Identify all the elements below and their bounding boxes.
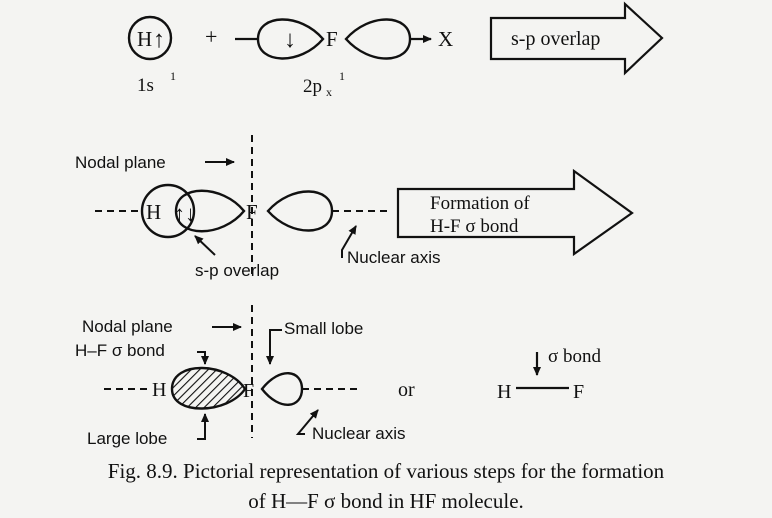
row2-h-label: H [146,200,161,224]
row3-large-lobe-label: Large lobe [87,429,167,448]
row2-f-label: F [246,200,258,224]
row2-arrow-line2: H-F σ bond [430,216,519,237]
row2-overlap-orbitals: H ↑↓ F [140,183,334,239]
row1-h-spin-up-arrow: ↑ [153,27,165,53]
row1-1s-label: 1s [137,75,154,96]
row3-sigma-bond-label: σ bond [548,346,601,367]
row3-hf-sigma-bond-notation: σ bond H F [497,346,601,403]
row3-h2-label: H [497,381,511,403]
row1-2p-superscript: 1 [339,69,345,83]
row1-2p-subscript: x [326,85,332,99]
row1-f-2px-orbital: ↓ F X [235,18,453,60]
row3-small-lobe-label: Small lobe [284,319,363,338]
row2-nodal-plane-label: Nodal plane [75,153,166,172]
row2-nuclear-axis-label: Nuclear axis [347,248,441,267]
row3-or-label: or [398,379,415,401]
row1-h-1s-orbital: H ↑ [127,15,173,61]
row1-f-label: F [326,27,338,51]
row3-f-label: F [243,380,254,402]
row1-plus-sign: + [205,24,217,49]
row3-nuclear-axis-label: Nuclear axis [312,424,406,443]
figure-caption: Fig. 8.9. Pictorial representation of va… [0,456,772,516]
row2-sp-overlap-label: s-p overlap [195,261,279,280]
row3-small-lobe-shape [260,372,304,406]
row1-big-arrow: s-p overlap [489,1,664,76]
row3-f2-label: F [573,381,584,403]
row2-arrow-line1: Formation of [430,193,530,214]
caption-line1: Fig. 8.9. Pictorial representation of va… [107,459,665,483]
row3-nodal-plane-label: Nodal plane [82,317,173,336]
row3-h-label: H [152,379,166,401]
row1-h-label: H [137,27,152,51]
row2-big-arrow: Formation of H-F σ bond [396,168,634,257]
row3-large-lobe-shape [170,366,247,410]
row1-p-spin-down-arrow: ↓ [284,27,296,53]
row1-1s-superscript: 1 [170,69,176,83]
row1-x-label: X [438,27,453,51]
caption-line2: of H—F σ bond in HF molecule. [248,489,524,513]
row1-2p-label: 2p [303,76,322,97]
row2-paired-spins: ↑↓ [174,201,196,226]
row3-hf-bond-label: H–F σ bond [75,341,165,360]
row1-arrow-label: s-p overlap [511,28,600,50]
